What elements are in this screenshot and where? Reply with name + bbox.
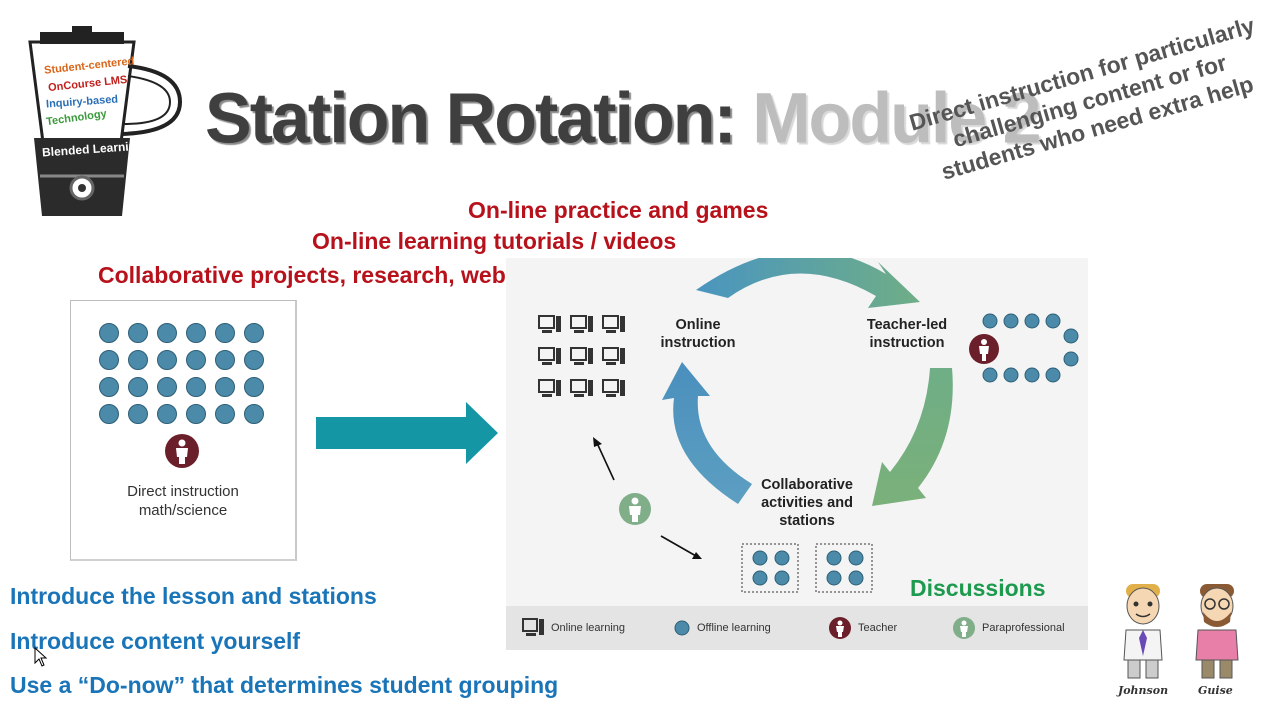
student-dot (215, 377, 235, 397)
legend-teacher-icon (829, 617, 851, 639)
direct-caption-1: Direct instruction (127, 483, 239, 500)
student-dot (99, 350, 119, 370)
online-label-2: instruction (660, 335, 736, 351)
student-dot (157, 377, 177, 397)
offline-dot-icon (674, 620, 690, 636)
student-dot (244, 323, 264, 343)
student-dot (244, 350, 264, 370)
teacher-led-group (969, 313, 1079, 383)
title-part-1: Station Rotation: (205, 78, 737, 158)
teacher-icon (165, 434, 199, 468)
student-dot (128, 404, 148, 424)
legend-online: Online learning (551, 622, 625, 634)
rotation-diagram: Online instruction Teacher-led instructi… (506, 258, 1088, 650)
online-label-1: Online (675, 317, 721, 333)
teal-arrow (316, 402, 498, 464)
bullet-do-now: Use a “Do-now” that determines student g… (10, 672, 559, 698)
direct-instruction-box: Direct instruction math/science (70, 300, 297, 561)
blender-logo: Student-centered OnCourse LMS Inquiry-ba… (22, 24, 187, 224)
legend-teacher: Teacher (858, 622, 898, 634)
direct-caption-2: math/science (138, 502, 228, 519)
collab-label-3: stations (779, 513, 835, 529)
title-part-2: Module 2 (752, 78, 1041, 158)
red-line-tutorials: On-line learning tutorials / videos (312, 228, 677, 254)
computer-icon (570, 379, 593, 397)
student-dot (157, 350, 177, 370)
computer-icon (570, 347, 593, 365)
collab-label-1: Collaborative (761, 477, 853, 493)
character-name-guise: Guise (1198, 684, 1233, 697)
computer-icon (602, 347, 625, 365)
computer-icon (538, 347, 561, 365)
mouse-cursor-icon (34, 647, 48, 667)
computer-icon (522, 618, 544, 636)
student-dot (186, 323, 206, 343)
student-dot (128, 350, 148, 370)
student-dot (99, 404, 119, 424)
student-dot (157, 323, 177, 343)
legend-para-icon (953, 617, 975, 639)
student-dot (128, 377, 148, 397)
paraprofessional-icon (619, 493, 651, 525)
collab-label-2: activities and (761, 495, 853, 511)
computer-icon (538, 315, 561, 333)
blender-icon (28, 26, 183, 216)
student-dot (186, 377, 206, 397)
student-dot (99, 323, 119, 343)
legend: Online learning Offline learning Teacher… (506, 606, 1088, 650)
bullet-introduce-content: Introduce content yourself (10, 628, 301, 654)
computer-icon (602, 315, 625, 333)
teacher-label-1: Teacher-led (866, 317, 948, 333)
student-dot (215, 323, 235, 343)
student-dot (244, 404, 264, 424)
station-tables (741, 543, 873, 593)
computer-icon (570, 315, 593, 333)
student-dot (186, 350, 206, 370)
bullet-introduce-lesson: Introduce the lesson and stations (10, 583, 377, 609)
character-name-johnson: Johnson (1118, 684, 1169, 697)
student-dot (244, 377, 264, 397)
red-line-practice: On-line practice and games (468, 197, 769, 223)
student-dot (215, 350, 235, 370)
student-dot (186, 404, 206, 424)
johnson-character-icon (1123, 584, 1163, 679)
student-dot (128, 323, 148, 343)
rotated-note: Direct instruction for particularly chal… (906, 12, 1258, 185)
discussions-label: Discussions (910, 575, 1046, 601)
teacher-label-2: instruction (869, 335, 945, 351)
legend-para: Paraprofessional (982, 622, 1065, 634)
guise-character-icon (1195, 584, 1239, 679)
rotation-arrows (593, 258, 953, 559)
student-dot (157, 404, 177, 424)
computer-icon (538, 379, 561, 397)
legend-offline: Offline learning (697, 622, 771, 634)
page-title: Station Rotation: Module 2 (205, 77, 1042, 159)
student-dot (215, 404, 235, 424)
student-dot (99, 377, 119, 397)
computer-icon (602, 379, 625, 397)
